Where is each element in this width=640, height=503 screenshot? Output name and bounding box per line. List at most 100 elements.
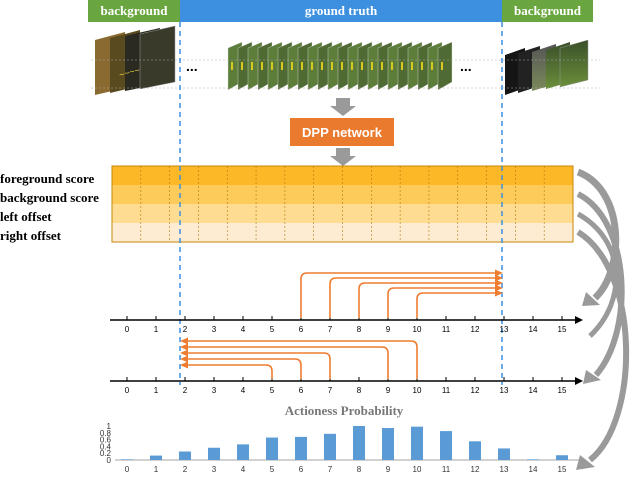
y-tick-label: 0.8	[100, 429, 112, 438]
x-tick-label: 10	[413, 465, 422, 474]
bar	[324, 433, 336, 460]
timeline-tick-label: 10	[413, 386, 422, 395]
background-banner-right: background	[502, 0, 593, 22]
ground-truth-banner: ground truth	[180, 0, 502, 22]
timeline-tick-label: 4	[241, 325, 246, 334]
right-offset-arrow	[300, 272, 495, 318]
timeline-tick-label: 10	[413, 325, 422, 334]
x-tick-label: 8	[357, 465, 362, 474]
background-score-label: background score	[0, 190, 99, 205]
bar	[498, 448, 510, 460]
timeline-tick-label: 8	[357, 386, 362, 395]
offset-arrows	[180, 269, 503, 379]
right-offset-label: right offset	[0, 228, 62, 243]
timeline-tick-label: 15	[558, 386, 567, 395]
timeline-tick-label: 13	[500, 325, 509, 334]
right-offset-arrow	[358, 282, 495, 318]
timeline-tick-label: 7	[328, 386, 333, 395]
bar	[208, 447, 220, 460]
right-offset-arrow	[416, 292, 495, 318]
bar	[121, 459, 133, 460]
bar	[295, 436, 307, 460]
timeline-tick-label: 13	[500, 386, 509, 395]
background-banner-left: background	[88, 0, 180, 22]
down-arrow-icon	[330, 148, 356, 166]
timeline-tick-label: 4	[241, 386, 246, 395]
ellipsis-left: ...	[186, 58, 198, 74]
ellipsis-right: ...	[460, 58, 472, 74]
bar	[266, 437, 278, 460]
x-tick-label: 4	[241, 465, 246, 474]
x-tick-label: 3	[212, 465, 217, 474]
timeline-tick-label: 14	[529, 325, 538, 334]
bar	[179, 451, 191, 460]
right-offset-arrow	[329, 277, 495, 318]
timeline-tick-label: 3	[212, 325, 217, 334]
bar	[150, 455, 162, 460]
bar	[556, 455, 568, 460]
timeline-tick-label: 6	[299, 325, 304, 334]
x-tick-label: 5	[270, 465, 275, 474]
bar	[237, 444, 249, 460]
x-tick-label: 9	[386, 465, 391, 474]
y-tick-label: 1	[107, 422, 112, 431]
curved-flow-arrows	[576, 168, 630, 470]
ground-truth-frames	[227, 41, 453, 91]
timeline-tick-label: 5	[270, 325, 275, 334]
x-tick-label: 15	[558, 465, 567, 474]
bar	[527, 459, 539, 460]
timeline-tick-label: 3	[212, 386, 217, 395]
y-tick-label: 0.4	[100, 442, 112, 451]
timeline-tick-label: 8	[357, 325, 362, 334]
timeline-tick-label: 6	[299, 386, 304, 395]
bar	[353, 426, 365, 460]
background-frames-left: ~~~~	[95, 25, 176, 95]
timeline-tick-label: 15	[558, 325, 567, 334]
timeline-tick-label: 9	[386, 386, 391, 395]
left-offset-label: left offset	[0, 209, 52, 224]
left-offset-arrow	[188, 346, 389, 379]
background-frames-right	[505, 39, 589, 95]
right-offset-arrow	[387, 287, 495, 318]
timeline-tick-label: 2	[183, 325, 188, 334]
left-offset-arrow	[188, 364, 273, 379]
y-tick-label: 0.2	[100, 449, 112, 458]
y-tick-label: 0.6	[100, 436, 112, 445]
bar	[411, 426, 423, 460]
left-offset-arrow	[188, 358, 302, 379]
x-tick-label: 6	[299, 465, 304, 474]
x-tick-label: 2	[183, 465, 188, 474]
x-tick-label: 1	[154, 465, 159, 474]
x-tick-label: 12	[471, 465, 480, 474]
timeline-tick-label: 12	[471, 325, 480, 334]
timeline-tick-label: 9	[386, 325, 391, 334]
bar	[440, 431, 452, 460]
left-offset-arrow	[188, 352, 331, 379]
left-offset-arrow	[188, 340, 418, 379]
bar	[382, 428, 394, 460]
timeline-tick-label: 0	[125, 386, 130, 395]
timeline-tick-label: 5	[270, 386, 275, 395]
bar	[469, 441, 481, 460]
timeline-tick-label: 1	[154, 325, 159, 334]
score-grid	[111, 165, 574, 243]
x-tick-label: 13	[500, 465, 509, 474]
y-tick-label: 0	[107, 456, 112, 465]
timeline-tick-label: 1	[154, 386, 159, 395]
timeline-tick-label: 2	[183, 386, 188, 395]
dpp-network-box: DPP network	[290, 118, 394, 146]
x-tick-label: 11	[442, 465, 451, 474]
x-tick-label: 0	[125, 465, 130, 474]
timeline-tick-label: 0	[125, 325, 130, 334]
foreground-score-label: foreground score	[0, 171, 95, 186]
timeline-tick-label: 14	[529, 386, 538, 395]
x-tick-label: 14	[529, 465, 538, 474]
timeline-tick-label: 7	[328, 325, 333, 334]
timeline-tick-label: 11	[442, 386, 451, 395]
x-tick-label: 7	[328, 465, 333, 474]
chart-title: Actioness Probability	[285, 403, 404, 418]
timeline-tick-label: 12	[471, 386, 480, 395]
